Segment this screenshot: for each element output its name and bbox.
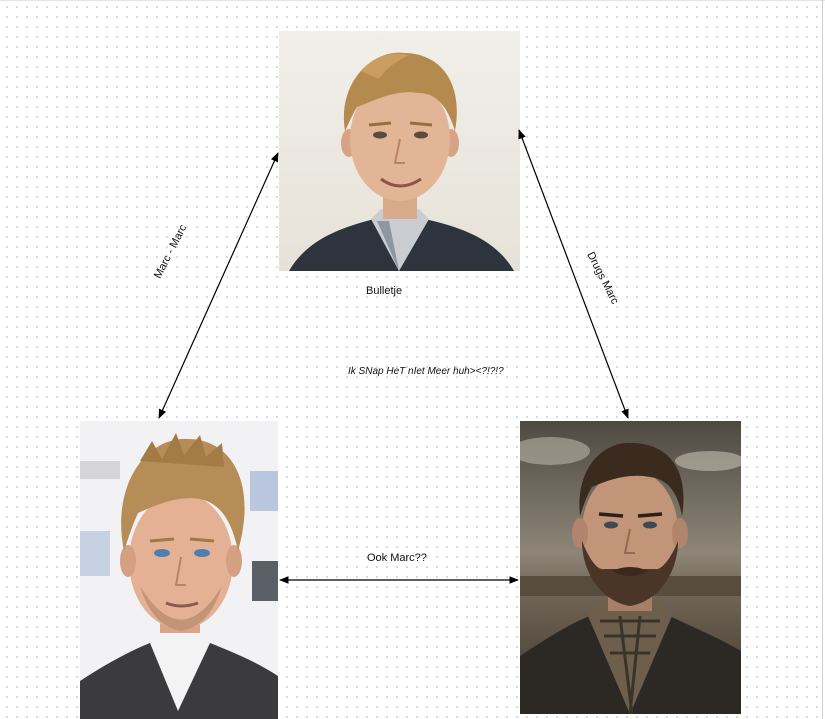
node-label-top: Bulletje — [366, 285, 403, 297]
edge-label-left-right: Ook Marc?? — [367, 552, 427, 564]
canvas-top-border — [0, 0, 825, 1]
portrait-photo-left-image — [80, 421, 278, 719]
portrait-photo-right-image — [520, 421, 741, 714]
node-photo-left[interactable] — [80, 421, 278, 719]
canvas-right-border — [822, 0, 823, 719]
edge-top-right[interactable] — [518, 129, 629, 419]
portrait-photo-top-image — [279, 31, 520, 271]
node-photo-top[interactable] — [279, 31, 520, 271]
edge-top-left[interactable] — [158, 152, 279, 419]
free-text-note: Ik SNap HeT nIet Meer huh><?!?!? — [348, 366, 504, 377]
node-photo-right[interactable] — [520, 421, 741, 714]
